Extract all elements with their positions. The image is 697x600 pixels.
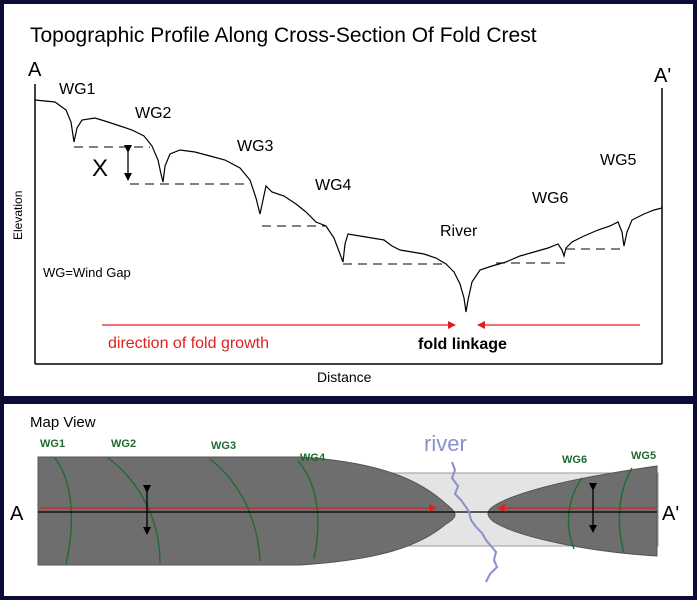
linkage-label: fold linkage (418, 336, 507, 353)
legend-note: WG=Wind Gap (43, 265, 131, 280)
map-wg6-label: WG6 (562, 454, 587, 466)
profile-wg5-label: WG5 (600, 152, 637, 169)
topographic-profile-line (34, 99, 663, 313)
map-wg3-label: WG3 (211, 440, 236, 452)
y-axis-label: Elevation (11, 191, 25, 240)
profile-title: Topographic Profile Along Cross-Section … (30, 24, 537, 47)
profile-wg4-label: WG4 (315, 177, 352, 194)
map-wg4-label: WG4 (300, 452, 326, 464)
x-axis-label: Distance (317, 369, 372, 385)
profile-label-a-prime: A' (654, 65, 671, 87)
river-line (450, 461, 499, 583)
profile-river-label: River (440, 223, 478, 240)
x-offset-label: X (92, 155, 108, 182)
wind-gap-baselines (74, 146, 626, 265)
map-river-label: river (424, 431, 467, 456)
map-title: Map View (30, 414, 96, 431)
map-wg2-label: WG2 (111, 438, 136, 450)
map-wg1-label: WG1 (40, 438, 65, 450)
map-wg5-label: WG5 (631, 450, 656, 462)
profile-wg2-label: WG2 (135, 105, 172, 122)
map-label-a-prime: A' (662, 503, 679, 525)
map-label-a: A (10, 503, 24, 525)
profile-wg1-label: WG1 (59, 81, 96, 98)
growth-label: direction of fold growth (108, 335, 269, 352)
profile-panel (4, 4, 693, 396)
left-fold (37, 456, 456, 566)
profile-label-a: A (28, 59, 42, 81)
profile-wg3-label: WG3 (237, 138, 274, 155)
profile-wg6-label: WG6 (532, 190, 569, 207)
